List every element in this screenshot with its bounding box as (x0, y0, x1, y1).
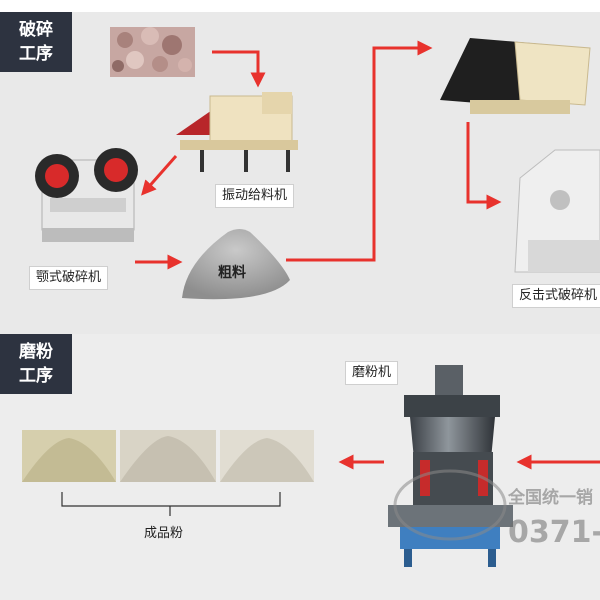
grinding-tag-line1: 磨粉 (19, 342, 53, 362)
impact-crusher-label: 反击式破碎机 (512, 284, 600, 308)
coarse-material-pile (182, 229, 290, 300)
crushing-stage-tag: 破碎 工序 (0, 12, 72, 72)
powder-bracket (61, 492, 281, 516)
coarse-material-label: 粗料 (218, 265, 246, 281)
vibrating-feeder-label: 振动给料机 (215, 184, 295, 208)
watermark-text-2: 0371- (508, 515, 600, 550)
grinding-mill-machine (388, 365, 513, 567)
arrow-screen-to-impact (466, 122, 502, 210)
crushing-tag-line2: 工序 (19, 44, 53, 64)
flow-arrows (135, 40, 600, 470)
watermark-text-1: 全国统一销 (507, 487, 593, 508)
jaw-crusher-machine (35, 148, 138, 242)
finished-powder-label: 成品粉 (144, 526, 184, 541)
grinding-mill-label: 磨粉机 (345, 361, 399, 385)
raw-stone-image (110, 27, 195, 77)
arrow-pile-to-screen (286, 40, 433, 262)
crushing-tag-line1: 破碎 (19, 20, 53, 40)
grinding-stage-tag: 磨粉 工序 (0, 334, 72, 394)
vibrating-feeder-machine (176, 92, 298, 172)
vibrating-screen-machine (440, 38, 591, 114)
impact-crusher-machine (514, 149, 600, 273)
watermark: 全国统一销 0371- (393, 469, 600, 550)
powder-samples (22, 430, 314, 482)
jaw-crusher-label: 颚式破碎机 (29, 266, 109, 290)
arrow-stone-to-feeder (212, 50, 266, 88)
grinding-tag-line2: 工序 (19, 366, 53, 386)
arrow-feeder-to-jaw (141, 155, 178, 196)
